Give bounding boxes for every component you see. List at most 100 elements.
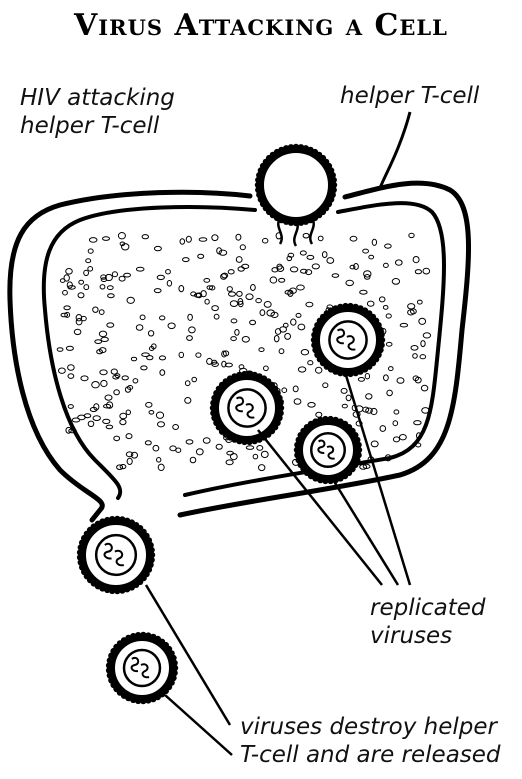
cytoplasm-particle bbox=[124, 273, 131, 277]
cytoplasm-particle bbox=[291, 319, 296, 325]
cytoplasm-particle bbox=[379, 297, 385, 302]
cytoplasm-particle bbox=[107, 323, 114, 327]
cytoplasm-particle bbox=[63, 290, 68, 295]
cytoplasm-particle bbox=[327, 258, 334, 264]
cytoplasm-particle bbox=[393, 421, 398, 426]
cytoplasm-particle bbox=[196, 449, 203, 455]
cytoplasm-particle bbox=[384, 263, 389, 267]
cytoplasm-particle bbox=[421, 385, 427, 391]
cytoplasm-particle bbox=[294, 399, 301, 405]
virus-replicated-2 bbox=[210, 371, 284, 445]
cytoplasm-particle bbox=[180, 239, 185, 245]
cytoplasm-particle bbox=[316, 412, 322, 417]
cytoplasm-particle bbox=[411, 346, 418, 351]
cytoplasm-particle bbox=[93, 307, 98, 312]
cell-inner-membrane bbox=[44, 203, 444, 498]
cytoplasm-particle bbox=[263, 238, 268, 243]
cytoplasm-particle bbox=[145, 441, 151, 445]
cytoplasm-particle bbox=[380, 426, 386, 432]
pointer-released-2 bbox=[165, 695, 232, 755]
cytoplasm-particle bbox=[342, 404, 347, 408]
cytoplasm-particle bbox=[246, 294, 253, 300]
cytoplasm-particle bbox=[253, 454, 258, 459]
cytoplasm-particle bbox=[112, 272, 117, 277]
cytoplasm-particle bbox=[409, 233, 414, 237]
cytoplasm-particle bbox=[284, 323, 289, 327]
cytoplasm-particle bbox=[350, 236, 357, 241]
cytoplasm-particle bbox=[92, 382, 100, 388]
cytoplasm-particle bbox=[157, 458, 161, 463]
cytoplasm-particle bbox=[203, 438, 210, 444]
cytoplasm-particle bbox=[142, 235, 148, 239]
cytoplasm-particle bbox=[389, 367, 394, 371]
cytoplasm-particle bbox=[78, 415, 86, 420]
cytoplasm-particle bbox=[79, 280, 84, 284]
cytoplasm-particle bbox=[78, 293, 84, 298]
cytoplasm-particle bbox=[421, 341, 425, 347]
cytoplasm-particle bbox=[160, 370, 165, 376]
cytoplasm-particle bbox=[170, 446, 176, 451]
cytoplasm-particle bbox=[94, 404, 99, 410]
cytoplasm-particle bbox=[212, 235, 218, 241]
cytoplasm-particle bbox=[231, 337, 237, 341]
cytoplasm-particle bbox=[157, 275, 164, 279]
cytoplasm-particle bbox=[279, 278, 285, 282]
cytoplasm-particle bbox=[212, 306, 219, 311]
cytoplasm-particle bbox=[296, 313, 301, 317]
virus-attacking bbox=[255, 144, 337, 226]
cytoplasm-particle bbox=[131, 357, 136, 361]
cytoplasm-particle bbox=[236, 257, 242, 263]
cytoplasm-particle bbox=[186, 236, 191, 242]
cytoplasm-particle bbox=[385, 244, 392, 248]
cytoplasm-particle bbox=[107, 286, 113, 290]
cytoplasm-particle bbox=[148, 331, 153, 336]
cytoplasm-particle bbox=[185, 398, 191, 404]
cytoplasm-particle bbox=[236, 234, 241, 240]
cytoplasm-particle bbox=[159, 356, 165, 360]
cytoplasm-particle bbox=[308, 361, 313, 365]
cytoplasm-particle bbox=[384, 375, 389, 381]
cytoplasm-particle bbox=[274, 336, 279, 342]
cytoplasm-particle bbox=[192, 377, 197, 382]
cytoplasm-particle bbox=[422, 408, 429, 414]
cytoplasm-particle bbox=[354, 264, 359, 270]
cytoplasm-particle bbox=[312, 264, 319, 269]
cytoplasm-particle bbox=[154, 289, 161, 293]
cytoplasm-particle bbox=[413, 354, 418, 359]
cytoplasm-particle bbox=[100, 370, 107, 375]
cytoplasm-particle bbox=[298, 367, 305, 372]
cytoplasm-particle bbox=[260, 310, 265, 316]
cytoplasm-particle bbox=[120, 420, 126, 425]
cytoplasm-particle bbox=[101, 337, 108, 341]
cytoplasm-particle bbox=[303, 233, 309, 238]
cytoplasm-particle bbox=[126, 434, 132, 439]
cytoplasm-particle bbox=[61, 313, 68, 317]
cytoplasm-particle bbox=[358, 378, 364, 382]
cytoplasm-particle bbox=[68, 405, 73, 409]
cytoplasm-particle bbox=[322, 252, 327, 258]
cytoplasm-particle bbox=[372, 239, 376, 245]
cytoplasm-particle bbox=[251, 285, 256, 291]
cytoplasm-particle bbox=[394, 410, 399, 414]
cytoplasm-particle bbox=[214, 314, 219, 319]
cytoplasm-particle bbox=[219, 250, 227, 255]
cytoplasm-particle bbox=[242, 337, 249, 343]
cytoplasm-particle bbox=[158, 422, 165, 427]
cytoplasm-particle bbox=[270, 277, 277, 283]
cytoplasm-particle bbox=[88, 267, 93, 272]
cytoplasm-particle bbox=[106, 425, 113, 429]
cytoplasm-particle bbox=[86, 259, 91, 263]
virus-released-2 bbox=[106, 632, 178, 704]
cytoplasm-particle bbox=[117, 465, 123, 470]
cytoplasm-particle bbox=[279, 349, 284, 354]
cytoplasm-particle bbox=[127, 458, 132, 464]
cytoplasm-particle bbox=[119, 276, 125, 281]
cytoplasm-particle bbox=[227, 451, 234, 455]
cytoplasm-particle bbox=[383, 306, 388, 310]
cytoplasm-particle bbox=[204, 279, 210, 283]
cytoplasm-particle bbox=[420, 355, 426, 359]
cytoplasm-particle bbox=[173, 425, 179, 430]
cytoplasm-particle bbox=[66, 269, 73, 275]
cytoplasm-particle bbox=[120, 413, 127, 419]
